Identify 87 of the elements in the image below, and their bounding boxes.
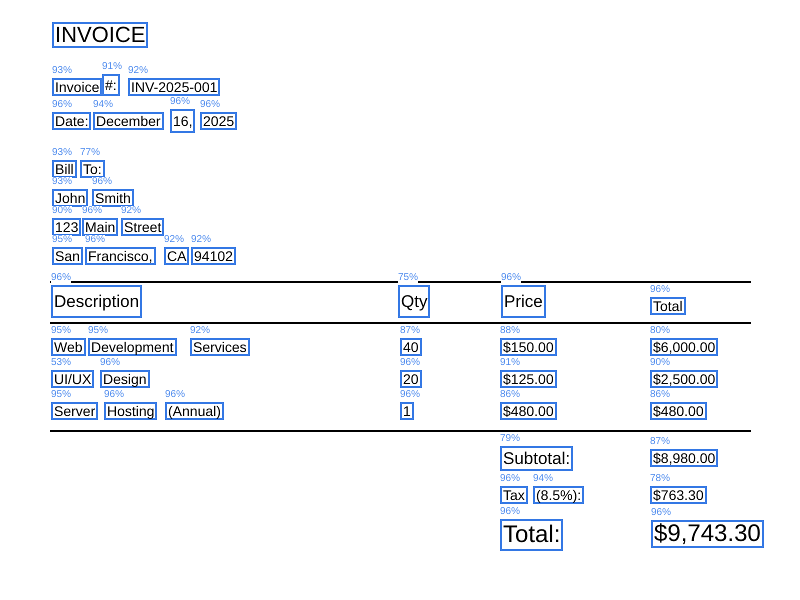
word-box: Server: [51, 402, 98, 420]
confidence-score: 86%: [650, 390, 670, 400]
confidence-score: 96%: [51, 273, 72, 283]
confidence-score: 93%: [52, 66, 72, 76]
confidence-score: 77%: [80, 148, 100, 158]
word-box: Price: [501, 285, 546, 318]
word-box: $150.00: [500, 338, 557, 356]
confidence-score: 80%: [650, 326, 670, 336]
word-box: UI/UX: [51, 370, 94, 388]
confidence-score: 75%: [398, 273, 418, 283]
word-box: $480.00: [650, 402, 707, 420]
word-box: Development: [88, 338, 176, 356]
confidence-score: 95%: [51, 390, 72, 400]
word-box: Total:: [500, 519, 564, 551]
word-box: $8,980.00: [650, 449, 718, 467]
word-box: Description: [51, 285, 142, 318]
word-box: Services: [190, 338, 250, 356]
confidence-score: 94%: [93, 100, 114, 110]
confidence-score: 92%: [121, 206, 142, 216]
word-box: Tax: [500, 486, 528, 504]
word-box: #:: [102, 74, 120, 96]
word-box: Web: [51, 338, 86, 356]
word-box: (Annual): [165, 402, 224, 420]
confidence-score: 96%: [650, 285, 670, 295]
confidence-score: 78%: [650, 474, 670, 484]
word-box: 20: [400, 370, 422, 388]
confidence-score: 96%: [92, 177, 112, 187]
word-box: 1: [400, 402, 414, 420]
word-box: December: [93, 112, 164, 130]
word-box: Hosting: [104, 402, 158, 420]
confidence-score: 95%: [51, 326, 72, 336]
word-box: INV-2025-001: [128, 78, 220, 96]
word-box: San: [52, 247, 83, 265]
word-box: Invoice: [52, 78, 102, 96]
confidence-score: 96%: [85, 235, 106, 245]
confidence-score: 93%: [52, 148, 72, 158]
confidence-score: 94%: [533, 474, 554, 484]
word-box: Date:: [52, 112, 92, 130]
confidence-score: 92%: [128, 66, 148, 76]
word-box: 94102: [191, 247, 236, 265]
word-box: $763.30: [650, 486, 707, 504]
confidence-score: 92%: [191, 235, 212, 245]
confidence-score: 96%: [52, 100, 72, 110]
confidence-score: 92%: [190, 326, 210, 336]
word-box: $9,743.30: [651, 520, 764, 548]
confidence-score: 96%: [400, 358, 420, 368]
word-box: $480.00: [500, 402, 557, 420]
confidence-score: 96%: [651, 508, 672, 518]
confidence-score: 96%: [200, 100, 220, 110]
word-box: $6,000.00: [650, 338, 718, 356]
word-box: Francisco,: [85, 247, 156, 265]
confidence-score: 96%: [165, 390, 186, 400]
confidence-score: 95%: [52, 235, 72, 245]
confidence-score: 93%: [52, 177, 72, 187]
confidence-score: 86%: [500, 390, 520, 400]
confidence-score: 96%: [501, 273, 522, 283]
heading: INVOICE: [52, 22, 148, 48]
confidence-score: 92%: [164, 235, 184, 245]
word-box: Qty: [398, 285, 430, 318]
confidence-score: 53%: [51, 358, 72, 368]
confidence-score: 87%: [400, 326, 420, 336]
confidence-score: 96%: [104, 390, 124, 400]
word-box: (8.5%):: [533, 486, 584, 504]
confidence-score: 87%: [650, 437, 670, 447]
confidence-score: 96%: [400, 390, 420, 400]
confidence-score: 91%: [500, 358, 520, 368]
confidence-score: 96%: [500, 507, 520, 517]
confidence-score: 79%: [500, 434, 520, 444]
word-box: $2,500.00: [650, 370, 718, 388]
confidence-score: 90%: [52, 206, 72, 216]
word-box: 16,: [170, 109, 196, 133]
confidence-score: 90%: [650, 358, 670, 368]
confidence-score: 88%: [500, 326, 520, 336]
word-box: 40: [400, 338, 422, 356]
confidence-score: 96%: [82, 206, 102, 216]
confidence-score: 96%: [500, 474, 520, 484]
word-box: Street: [121, 218, 164, 236]
confidence-score: 96%: [170, 97, 190, 107]
word-box: Total: [650, 297, 686, 315]
word-box: $125.00: [500, 370, 557, 388]
word-box: Design: [100, 370, 150, 388]
word-box: Subtotal:: [500, 446, 574, 471]
confidence-score: 91%: [102, 62, 122, 72]
confidence-score: 96%: [100, 358, 120, 368]
confidence-score: 95%: [88, 326, 108, 336]
word-box: CA: [164, 247, 190, 265]
word-box: 2025: [200, 112, 238, 130]
